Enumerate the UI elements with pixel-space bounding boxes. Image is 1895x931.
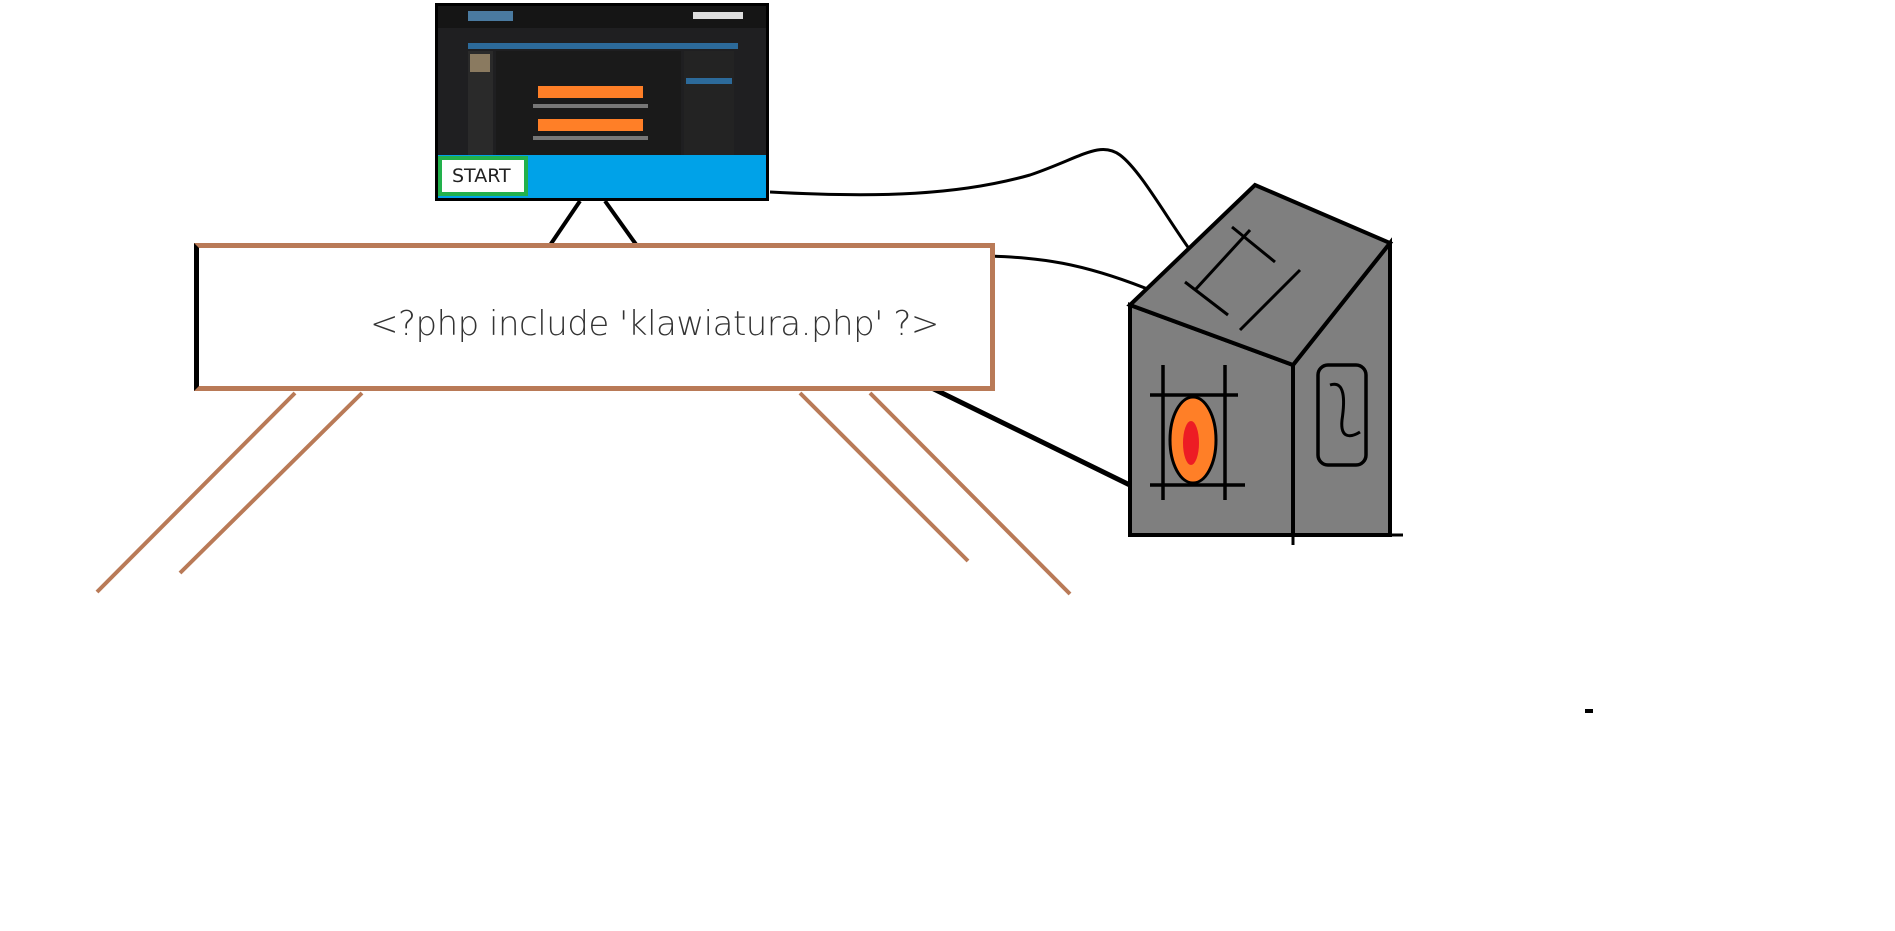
screen-avatar — [470, 54, 490, 72]
screen-text-lines-2 — [533, 136, 648, 140]
desk-legs — [95, 391, 1072, 596]
screen-search — [693, 12, 743, 19]
taskbar: START — [438, 155, 766, 198]
computer-case-icon[interactable] — [1126, 182, 1394, 537]
case-top-vent — [1184, 225, 1302, 332]
desk — [194, 243, 995, 391]
screen-orange-banner-2 — [538, 119, 643, 131]
keyboard-code-text[interactable]: <?php include 'klawiatura.php' ?> — [370, 304, 939, 344]
stray-dot — [1585, 709, 1593, 713]
screen-right-header — [686, 78, 732, 84]
screen-header — [438, 6, 766, 28]
monitor-icon: START — [435, 3, 769, 201]
case-side-handle-curve — [1329, 382, 1361, 438]
screen-nav — [468, 43, 738, 49]
monitor-screen — [438, 6, 766, 155]
power-light-inner — [1183, 421, 1199, 465]
screen-orange-banner-1 — [538, 86, 643, 98]
monitor-cable — [769, 147, 1192, 251]
start-button[interactable]: START — [438, 156, 528, 196]
front-bay-frame — [1150, 365, 1245, 500]
screen-logo — [468, 11, 513, 21]
screen-right-panel — [684, 51, 734, 155]
screen-text-lines — [533, 104, 648, 108]
